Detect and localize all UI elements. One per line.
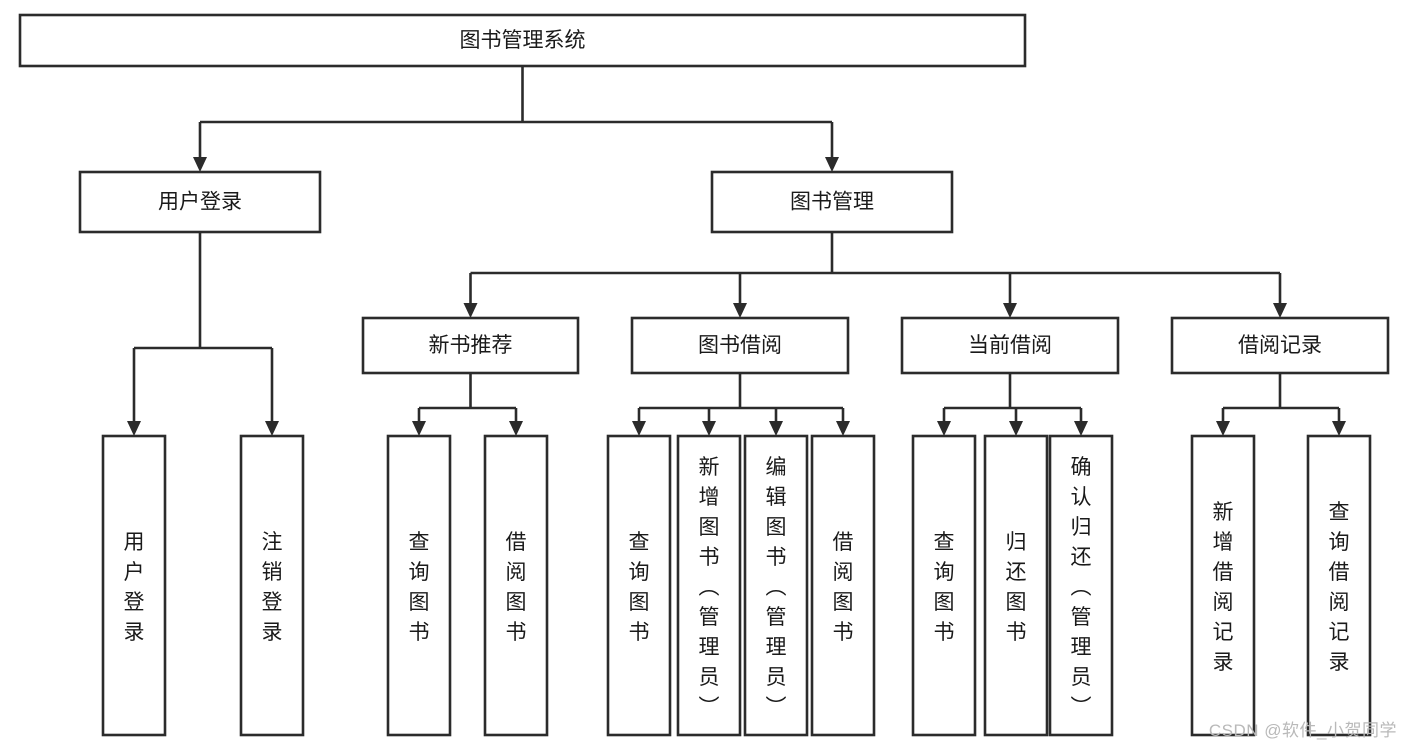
node-box-leaf-add-book-admin	[676, 434, 742, 737]
node-box-leaf-confirm-return-admin	[1048, 434, 1114, 737]
node-box-leaf-logout-login	[239, 434, 305, 737]
node-leaf-user-login[interactable]: 用户登录	[101, 434, 167, 737]
arrow-icon-leaf-query-borrow-record	[1332, 421, 1346, 436]
arrow-icon-user-login	[193, 157, 207, 172]
node-label-leaf-query-book-borrow: 查询图书	[629, 531, 650, 644]
node-box-leaf-query-book-current	[911, 434, 977, 737]
node-label-leaf-query-book-current: 查询图书	[934, 531, 955, 644]
watermark-text: CSDN @软件_小贺同学	[1208, 721, 1397, 740]
node-leaf-edit-book-admin[interactable]: 编辑图书︵管理员︶	[743, 434, 809, 737]
node-book-borrow[interactable]: 图书借阅	[630, 316, 850, 375]
node-leaf-borrow-book[interactable]: 借阅图书	[810, 434, 876, 737]
node-label-root: 图书管理系统	[460, 29, 586, 52]
node-box-leaf-add-borrow-record	[1190, 434, 1256, 737]
arrow-icon-book-management	[825, 157, 839, 172]
arrow-icon-current-borrow	[1003, 303, 1017, 318]
arrow-icon-leaf-add-borrow-record	[1216, 421, 1230, 436]
node-box-user-login	[78, 170, 322, 234]
node-leaf-query-book-recommend[interactable]: 查询图书	[386, 434, 452, 737]
node-label-leaf-add-book-admin: 新增图书︵管理员︶	[699, 456, 720, 719]
node-box-leaf-return-book	[983, 434, 1049, 737]
node-label-book-borrow: 图书借阅	[698, 334, 782, 357]
node-box-leaf-query-borrow-record	[1306, 434, 1372, 737]
nodes-layer: 图书管理系统用户登录图书管理新书推荐图书借阅当前借阅借阅记录用户登录注销登录查询…	[18, 13, 1390, 737]
node-box-current-borrow	[900, 316, 1120, 375]
node-box-leaf-borrow-book-recommend	[483, 434, 549, 737]
arrow-icon-leaf-logout-login	[265, 421, 279, 436]
arrow-icon-leaf-borrow-book	[836, 421, 850, 436]
arrow-icon-borrow-record	[1273, 303, 1287, 318]
node-leaf-logout-login[interactable]: 注销登录	[239, 434, 305, 737]
node-leaf-query-borrow-record[interactable]: 查询借阅记录	[1306, 434, 1372, 737]
node-root[interactable]: 图书管理系统	[18, 13, 1027, 68]
node-label-leaf-query-book-recommend: 查询图书	[409, 531, 430, 644]
node-book-management[interactable]: 图书管理	[710, 170, 954, 234]
node-label-leaf-borrow-book-recommend: 借阅图书	[506, 531, 527, 644]
node-label-book-management: 图书管理	[790, 191, 874, 214]
arrow-icon-leaf-query-book-current	[937, 421, 951, 436]
node-leaf-confirm-return-admin[interactable]: 确认归还︵管理员︶	[1048, 434, 1114, 737]
node-box-leaf-edit-book-admin	[743, 434, 809, 737]
arrow-icon-leaf-query-book-borrow	[632, 421, 646, 436]
node-box-leaf-user-login	[101, 434, 167, 737]
node-label-leaf-query-borrow-record: 查询借阅记录	[1329, 501, 1350, 674]
node-leaf-return-book[interactable]: 归还图书	[983, 434, 1049, 737]
node-label-leaf-user-login: 用户登录	[124, 531, 145, 644]
arrow-icon-new-book-recommend	[463, 303, 478, 318]
arrow-icon-leaf-return-book	[1009, 421, 1023, 436]
node-current-borrow[interactable]: 当前借阅	[900, 316, 1120, 375]
node-leaf-add-borrow-record[interactable]: 新增借阅记录	[1190, 434, 1256, 737]
node-box-leaf-query-book-recommend	[386, 434, 452, 737]
arrow-icon-leaf-user-login	[127, 421, 141, 436]
node-borrow-record[interactable]: 借阅记录	[1170, 316, 1390, 375]
node-leaf-add-book-admin[interactable]: 新增图书︵管理员︶	[676, 434, 742, 737]
node-box-new-book-recommend	[361, 316, 580, 375]
node-label-leaf-add-borrow-record: 新增借阅记录	[1213, 501, 1234, 674]
arrow-icon-leaf-query-book-recommend	[412, 421, 426, 436]
node-user-login[interactable]: 用户登录	[78, 170, 322, 234]
node-box-leaf-query-book-borrow	[606, 434, 672, 737]
node-label-current-borrow: 当前借阅	[968, 334, 1052, 357]
node-box-book-borrow	[630, 316, 850, 375]
node-leaf-query-book-current[interactable]: 查询图书	[911, 434, 977, 737]
arrow-icon-leaf-confirm-return-admin	[1074, 421, 1088, 436]
node-label-leaf-logout-login: 注销登录	[262, 531, 283, 644]
node-leaf-query-book-borrow[interactable]: 查询图书	[606, 434, 672, 737]
node-box-book-management	[710, 170, 954, 234]
arrow-icon-leaf-borrow-book-recommend	[509, 421, 523, 436]
arrow-icon-book-borrow	[733, 303, 747, 318]
node-label-leaf-return-book: 归还图书	[1006, 531, 1027, 644]
connectors-layer	[127, 66, 1346, 436]
node-label-leaf-confirm-return-admin: 确认归还︵管理员︶	[1071, 456, 1092, 719]
node-leaf-borrow-book-recommend[interactable]: 借阅图书	[483, 434, 549, 737]
node-box-borrow-record	[1170, 316, 1390, 375]
node-label-borrow-record: 借阅记录	[1238, 334, 1322, 357]
node-box-root	[18, 13, 1027, 68]
arrow-icon-leaf-add-book-admin	[702, 421, 716, 436]
node-label-new-book-recommend: 新书推荐	[429, 334, 513, 357]
node-box-leaf-borrow-book	[810, 434, 876, 737]
arrow-icon-leaf-edit-book-admin	[769, 421, 783, 436]
node-label-user-login: 用户登录	[158, 191, 242, 214]
node-label-leaf-borrow-book: 借阅图书	[833, 531, 854, 644]
node-label-leaf-edit-book-admin: 编辑图书︵管理员︶	[766, 456, 787, 719]
node-new-book-recommend[interactable]: 新书推荐	[361, 316, 580, 375]
